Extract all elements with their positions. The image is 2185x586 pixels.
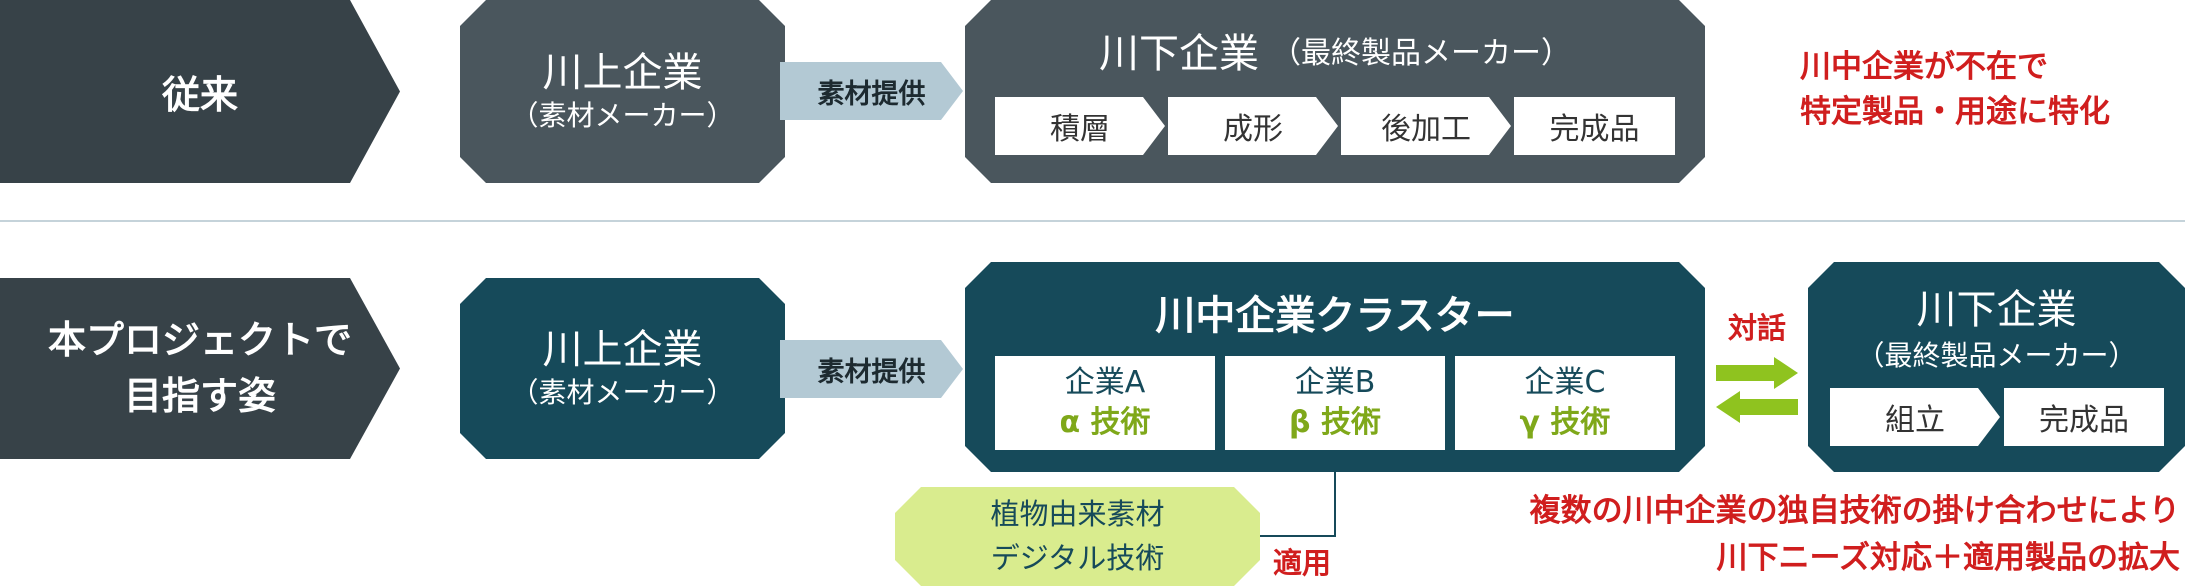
project-upstream-title: 川上企業: [542, 326, 703, 373]
project-upstream-subtitle: （素材メーカー）: [510, 375, 735, 409]
row-label-project-line-1: 本プロジェクトで: [47, 318, 352, 363]
step-post-processing-label: 後加工: [1381, 112, 1471, 147]
material-supply-label: 素材提供: [817, 78, 926, 110]
material-supply-arrow: 素材提供: [780, 62, 963, 120]
project-downstream-company-box: 川下企業 （最終製品メーカー） 組立 完成品: [1808, 262, 2185, 472]
project-downstream-title: 川下企業: [1916, 287, 2077, 333]
step-project-finished-product-label: 完成品: [2039, 403, 2129, 438]
upstream-subtitle: （素材メーカー）: [510, 98, 735, 132]
company-a-tech: α 技術: [1059, 405, 1151, 440]
cluster-title: 川中企業クラスター: [1155, 293, 1515, 339]
dialogue-label: 対話: [1712, 305, 1802, 347]
company-b-name: 企業B: [1294, 364, 1376, 400]
downstream-heading: 川下企業 （最終製品メーカー）: [965, 22, 1705, 78]
company-a-cell: 企業A α 技術: [995, 356, 1215, 450]
row-label-conventional-text: 従来: [161, 73, 238, 117]
project-note-line-1: 複数の川中企業の独自技術の掛け合わせにより: [1529, 493, 2180, 529]
step-finished-product: 完成品: [1514, 97, 1675, 155]
apply-label-text: 適用: [1272, 546, 1331, 580]
company-c-name: 企業C: [1524, 364, 1606, 400]
step-assembly: 組立: [1830, 388, 2000, 446]
apply-label: 適用: [1262, 540, 1342, 582]
row-label-project-line-2: 目指す姿: [123, 373, 276, 418]
step-post-processing: 後加工: [1341, 97, 1511, 155]
upstream-company-box: 川上企業 （素材メーカー）: [460, 0, 785, 183]
dialogue-label-text: 対話: [1727, 311, 1786, 345]
conventional-note-line-2: 特定製品・用途に特化: [1800, 93, 2110, 130]
conventional-note: 川中企業が不在で 特定製品・用途に特化: [1800, 45, 2180, 135]
company-b-cell: 企業B β 技術: [1225, 356, 1445, 450]
downstream-title: 川下企業: [1099, 31, 1259, 77]
project-note: 複数の川中企業の独自技術の掛け合わせにより 川下ニーズ対応＋適用製品の拡大: [1380, 488, 2180, 581]
step-lamination: 積層: [995, 97, 1165, 155]
conventional-note-line-1: 川中企業が不在で: [1800, 49, 2048, 85]
plant-digital-line-2: デジタル技術: [990, 540, 1165, 575]
upstream-title: 川上企業: [542, 49, 703, 96]
dialogue-arrows-icon: [1716, 357, 1798, 423]
project-downstream-subtitle: （最終製品メーカー）: [1856, 339, 2137, 372]
apply-connector-line: [1260, 472, 1336, 537]
row-label-conventional: 従来: [0, 0, 400, 183]
company-c-tech: γ 技術: [1519, 405, 1611, 440]
downstream-company-box: 川下企業 （最終製品メーカー） 積層 成形 後加工 完成品: [965, 0, 1705, 183]
project-material-supply-arrow: 素材提供: [780, 340, 963, 398]
project-material-supply-label: 素材提供: [817, 356, 926, 388]
step-molding: 成形: [1168, 97, 1338, 155]
company-c-cell: 企業C γ 技術: [1455, 356, 1675, 450]
downstream-subtitle: （最終製品メーカー）: [1271, 36, 1571, 71]
company-a-name: 企業A: [1064, 364, 1146, 400]
row-divider: [0, 220, 2185, 222]
plant-digital-line-1: 植物由来素材: [990, 497, 1165, 531]
project-upstream-company-box: 川上企業 （素材メーカー）: [460, 278, 785, 459]
step-molding-label: 成形: [1223, 112, 1283, 147]
cluster-heading: 川中企業クラスター: [965, 284, 1705, 340]
step-assembly-label: 組立: [1885, 403, 1945, 438]
step-lamination-label: 積層: [1050, 112, 1110, 147]
company-b-tech: β 技術: [1289, 405, 1381, 440]
step-project-finished-product: 完成品: [2004, 388, 2164, 446]
row-label-project: 本プロジェクトで 目指す姿: [0, 278, 400, 459]
project-note-line-2: 川下ニーズ対応＋適用製品の拡大: [1716, 539, 2180, 576]
project-downstream-subheading: （最終製品メーカー）: [1808, 334, 2185, 374]
project-downstream-heading: 川下企業: [1808, 280, 2185, 332]
plant-digital-box: 植物由来素材 デジタル技術: [895, 487, 1260, 586]
midstream-cluster-box: 川中企業クラスター 企業A α 技術 企業B β 技術 企業C γ 技術: [965, 262, 1705, 472]
step-finished-product-label: 完成品: [1549, 112, 1640, 147]
